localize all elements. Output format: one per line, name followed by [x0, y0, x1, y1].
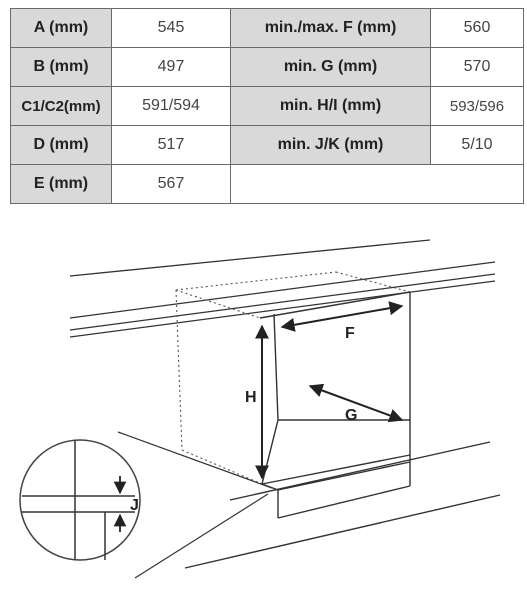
table-row: C1/C2(mm) 591/594 min. H/I (mm) 593/596 [10, 86, 524, 126]
row-b-value: 497 [111, 47, 231, 87]
row-c-label: C1/C2(mm) [10, 86, 112, 126]
row-g-label: min. G (mm) [230, 47, 431, 87]
row-f-value: 560 [430, 8, 524, 48]
cabinet-niche [184, 291, 501, 569]
row-d-value: 517 [111, 125, 231, 165]
row-e-value: 567 [111, 164, 231, 204]
row-b-label: B (mm) [10, 47, 112, 87]
label-g: G [345, 407, 357, 424]
row-hi-label: min. H/I (mm) [230, 86, 431, 126]
row-f-label: min./max. F (mm) [230, 8, 431, 48]
table-row: E (mm) 567 [10, 164, 524, 204]
dimension-arrows [255, 301, 404, 480]
label-j: J [130, 497, 139, 514]
appliance-outline [175, 271, 411, 485]
row-g-value: 570 [430, 47, 524, 87]
g-arrow [308, 383, 404, 423]
row-a-value: 545 [111, 8, 231, 48]
row-hi-value: 593/596 [430, 86, 524, 126]
row-jk-label: min. J/K (mm) [230, 125, 431, 165]
label-f: F [345, 325, 355, 342]
dimension-table: A (mm) 545 min./max. F (mm) 560 B (mm) 4… [10, 8, 524, 204]
label-h: H [245, 389, 257, 406]
worktop-lines [69, 239, 496, 338]
row-jk-value: 5/10 [430, 125, 524, 165]
f-arrow [280, 301, 404, 332]
table-row: D (mm) 517 min. J/K (mm) 5/10 [10, 125, 524, 165]
detail-magnifier: J [19, 431, 273, 579]
row-c-value: 591/594 [111, 86, 231, 126]
table-row: B (mm) 497 min. G (mm) 570 [10, 47, 524, 87]
empty-cell [230, 164, 524, 204]
row-a-label: A (mm) [10, 8, 112, 48]
table-row: A (mm) 545 min./max. F (mm) 560 [10, 8, 524, 48]
row-d-label: D (mm) [10, 125, 112, 165]
